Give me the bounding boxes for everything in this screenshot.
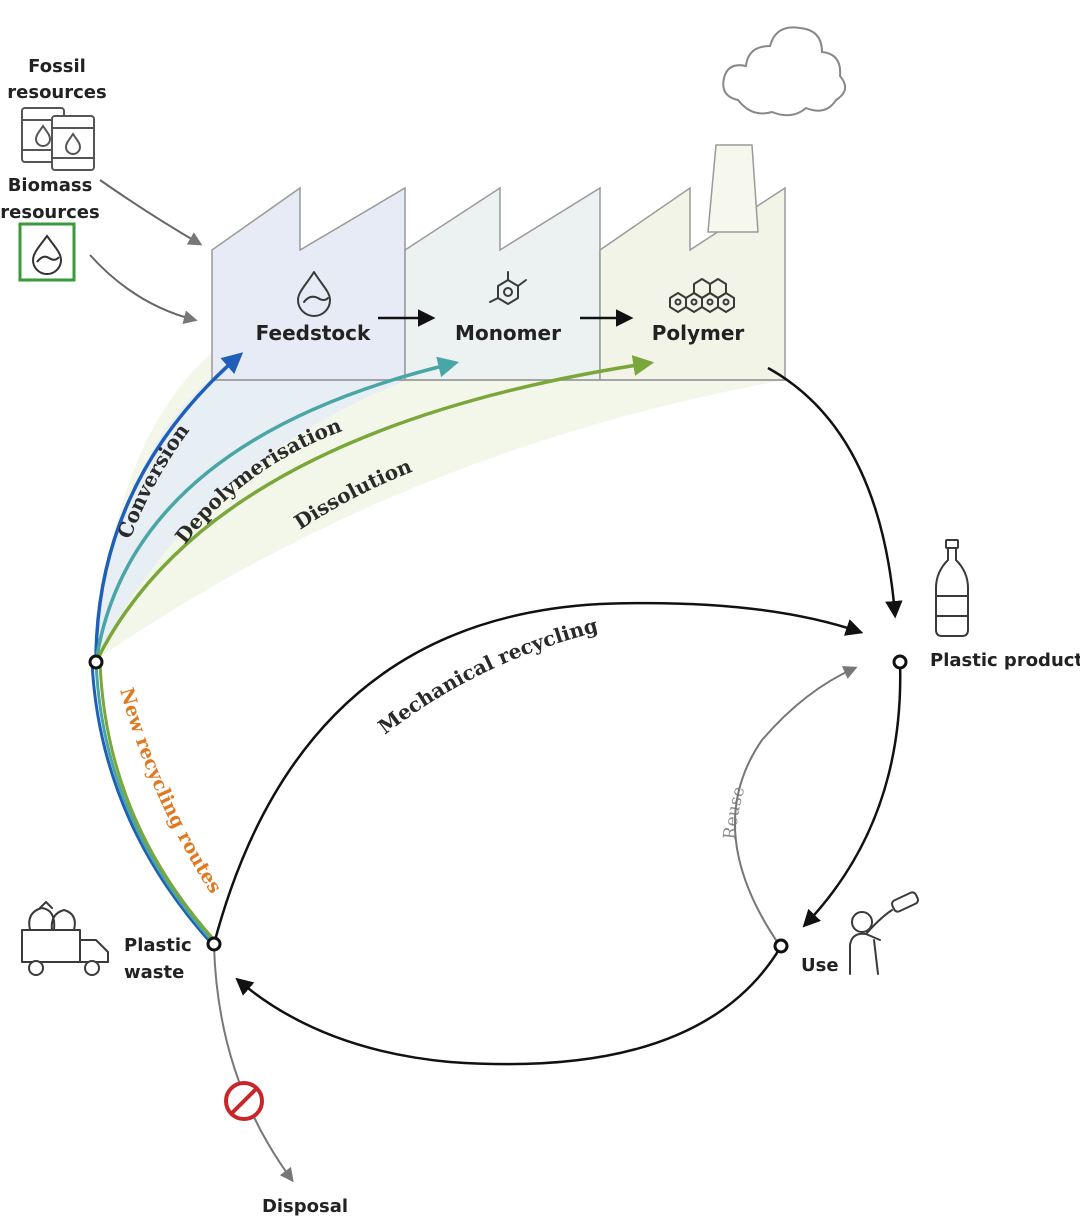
- new-routes-line-green: [98, 661, 218, 944]
- monomer-label: Monomer: [455, 321, 561, 345]
- conversion-fan-shade: [96, 352, 440, 660]
- svg-text:New recycling routes: New recycling routes: [115, 685, 226, 897]
- factory-chimney: [707, 144, 759, 233]
- conversion-route-line: [94, 352, 244, 663]
- recycling-hub-node: [88, 654, 104, 670]
- product-to-use-arrow: [802, 661, 902, 928]
- new-routes-line-blue: [90, 661, 214, 946]
- person-drinking-icon: [849, 891, 920, 975]
- droplet-icon: [297, 271, 331, 317]
- dissolution-route-line: [94, 355, 655, 663]
- feedstock-label: Feedstock: [256, 321, 371, 345]
- plastic-waste-label-line1: Plastic: [124, 935, 192, 956]
- plastic-waste-label-line2: waste: [124, 962, 184, 983]
- biomass-label-line1: Biomass: [8, 175, 93, 196]
- plastic-product-node: [892, 654, 908, 670]
- smoke-cloud-icon: [722, 26, 847, 117]
- factory: Feedstock Monomer Polymer: [211, 144, 786, 381]
- use-label: Use: [801, 955, 839, 976]
- fossil-input-arrow: [99, 179, 203, 246]
- fossil-label-line1: Fossil: [28, 56, 86, 77]
- reuse-arrow: [733, 666, 858, 947]
- polymer-icon: [669, 278, 735, 313]
- polymer-to-product-arrow: [767, 366, 903, 619]
- biomass-droplet-icon: [18, 222, 76, 282]
- biomass-label-line2: resources: [0, 202, 99, 223]
- disposal-label: Disposal: [262, 1196, 348, 1217]
- polymer-label: Polymer: [652, 321, 745, 345]
- mechanical-recycling-arrow: [212, 601, 864, 945]
- mechanical-recycling-label: Mechanical recycling: [373, 613, 600, 739]
- fossil-label-line2: resources: [7, 82, 106, 103]
- waste-to-disposal-arrow: [213, 945, 294, 1183]
- svg-text:Mechanical recycling: Mechanical recycling: [373, 613, 600, 739]
- forbidden-icon: [224, 1081, 264, 1121]
- plastic-waste-node: [206, 936, 222, 952]
- plastic-product-label: Plastic product: [930, 650, 1080, 671]
- monomer-icon: [489, 271, 527, 305]
- new-routes-line-teal: [94, 661, 216, 945]
- new-recycling-routes-label: New recycling routes: [115, 685, 226, 897]
- garbage-truck-icon: [21, 901, 109, 976]
- biomass-input-arrow: [89, 254, 198, 325]
- oil-barrels-icon: [21, 107, 95, 171]
- depolymerisation-route-line: [94, 356, 460, 663]
- factory-section-feedstock: [211, 186, 406, 381]
- use-node: [773, 938, 789, 954]
- use-to-waste-arrow: [235, 947, 782, 1066]
- bottle-icon: [935, 539, 969, 637]
